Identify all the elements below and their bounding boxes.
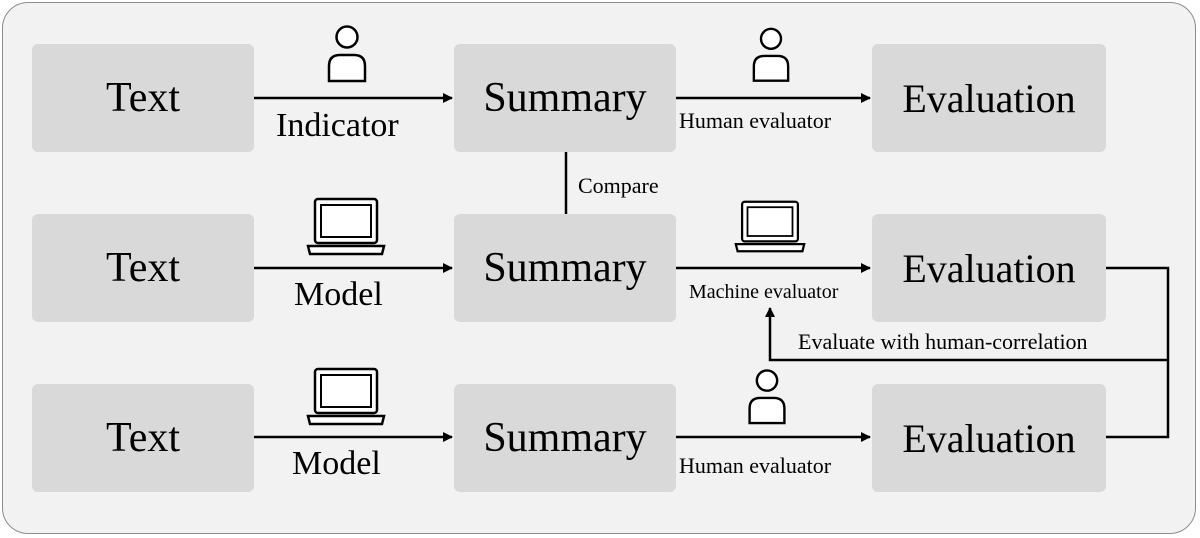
summary-node-2: Summary (454, 214, 676, 322)
actor-label-1: Indicator (276, 107, 399, 144)
evaluator-label-3: Human evaluator (679, 453, 832, 478)
correlation-arrow (765, 307, 1168, 362)
evaluation-node-2: Evaluation (872, 214, 1106, 322)
laptop-icon (734, 200, 806, 253)
text-node-1: Text (32, 44, 254, 152)
compare-label: Compare (578, 173, 659, 198)
text-node-3: Text (32, 384, 254, 492)
correlation-label: Evaluate with human-correlation (798, 329, 1088, 354)
laptop-icon (306, 367, 386, 426)
person-icon (752, 27, 790, 82)
actor-label-2: Model (294, 276, 383, 313)
laptop-icon (306, 197, 386, 256)
person-icon (327, 25, 367, 83)
person-icon (748, 369, 786, 425)
summary-node-1: Summary (454, 44, 676, 152)
evaluator-label-1: Human evaluator (679, 108, 832, 133)
actor-label-3: Model (292, 445, 381, 482)
evaluation-node-3: Evaluation (872, 384, 1106, 492)
evaluation-node-1: Evaluation (872, 44, 1106, 152)
evaluator-label-2: Machine evaluator (689, 281, 839, 303)
summary-node-3: Summary (454, 384, 676, 492)
text-node-2: Text (32, 214, 254, 322)
correlation-connector (1106, 266, 1170, 439)
